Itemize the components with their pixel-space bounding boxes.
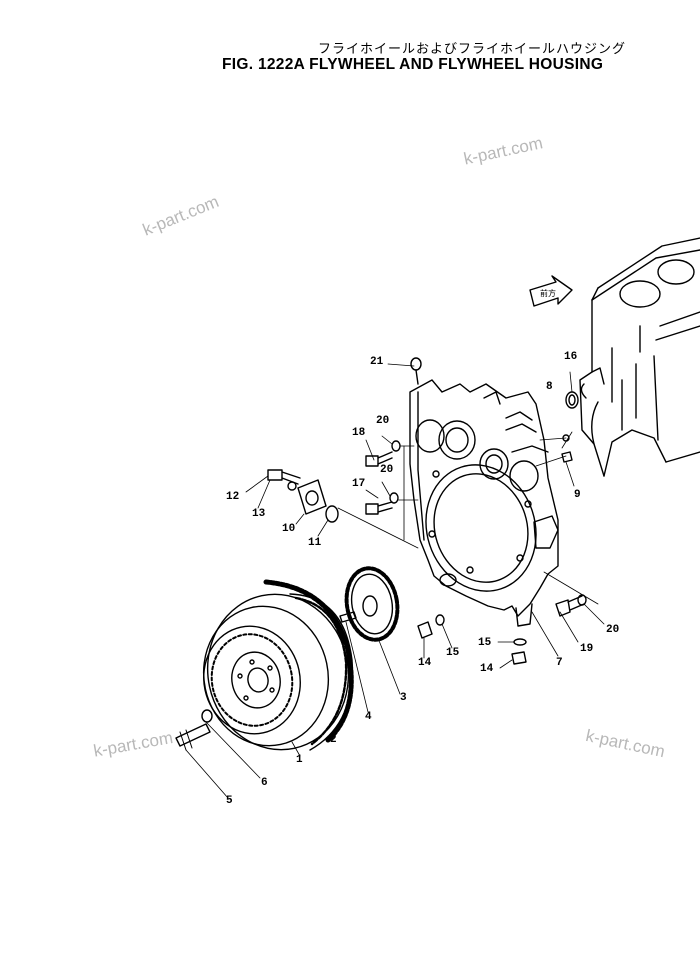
callout-14: 14 (418, 657, 432, 669)
callout-19: 19 (580, 643, 594, 655)
callout-6: 6 (261, 777, 268, 789)
front-direction-arrow (529, 275, 573, 307)
callout-4: 4 (365, 711, 372, 723)
callout-12: 12 (226, 491, 240, 503)
callout-20: 20 (376, 415, 390, 427)
flywheel (202, 593, 354, 751)
gear (344, 566, 400, 642)
callout-18: 18 (352, 427, 366, 439)
callout-13: 13 (252, 508, 266, 520)
drain-plugs (417, 614, 527, 665)
callout-11: 11 (308, 537, 322, 549)
cover-plate (267, 469, 339, 523)
callout-15: 15 (446, 647, 460, 659)
figure-title-japanese: フライホイールおよびフライホイールハウジング (318, 42, 627, 57)
callout-16: 16 (564, 351, 578, 363)
flywheel-housing (409, 379, 559, 627)
callout-21: 21 (370, 356, 384, 368)
leader-lines (185, 363, 605, 799)
engine-block (579, 237, 700, 477)
callout-15: 15 (478, 637, 492, 649)
callout-20: 20 (606, 624, 620, 636)
assembly-lines (337, 437, 599, 605)
callout-3: 3 (400, 692, 407, 704)
callout-2: 2 (330, 734, 337, 746)
callout-14: 14 (480, 663, 494, 675)
callout-1: 1 (296, 754, 303, 766)
callout-7: 7 (556, 657, 563, 669)
oil-seal (561, 391, 579, 463)
lifting-eye (410, 357, 422, 385)
callout-5: 5 (226, 795, 233, 807)
pin (339, 611, 357, 623)
callout-10: 10 (282, 523, 296, 535)
ring-gear (263, 579, 354, 743)
callout-17: 17 (352, 478, 366, 490)
callout-8: 8 (546, 381, 553, 393)
front-arrow-label: 前方 (540, 288, 556, 298)
flywheel-bolt (175, 709, 213, 751)
callout-9: 9 (574, 489, 581, 501)
figure-title-english: FIG. 1222A FLYWHEEL AND FLYWHEEL HOUSING (222, 56, 604, 73)
housing-bolts (365, 440, 587, 617)
callout-20: 20 (380, 464, 394, 476)
